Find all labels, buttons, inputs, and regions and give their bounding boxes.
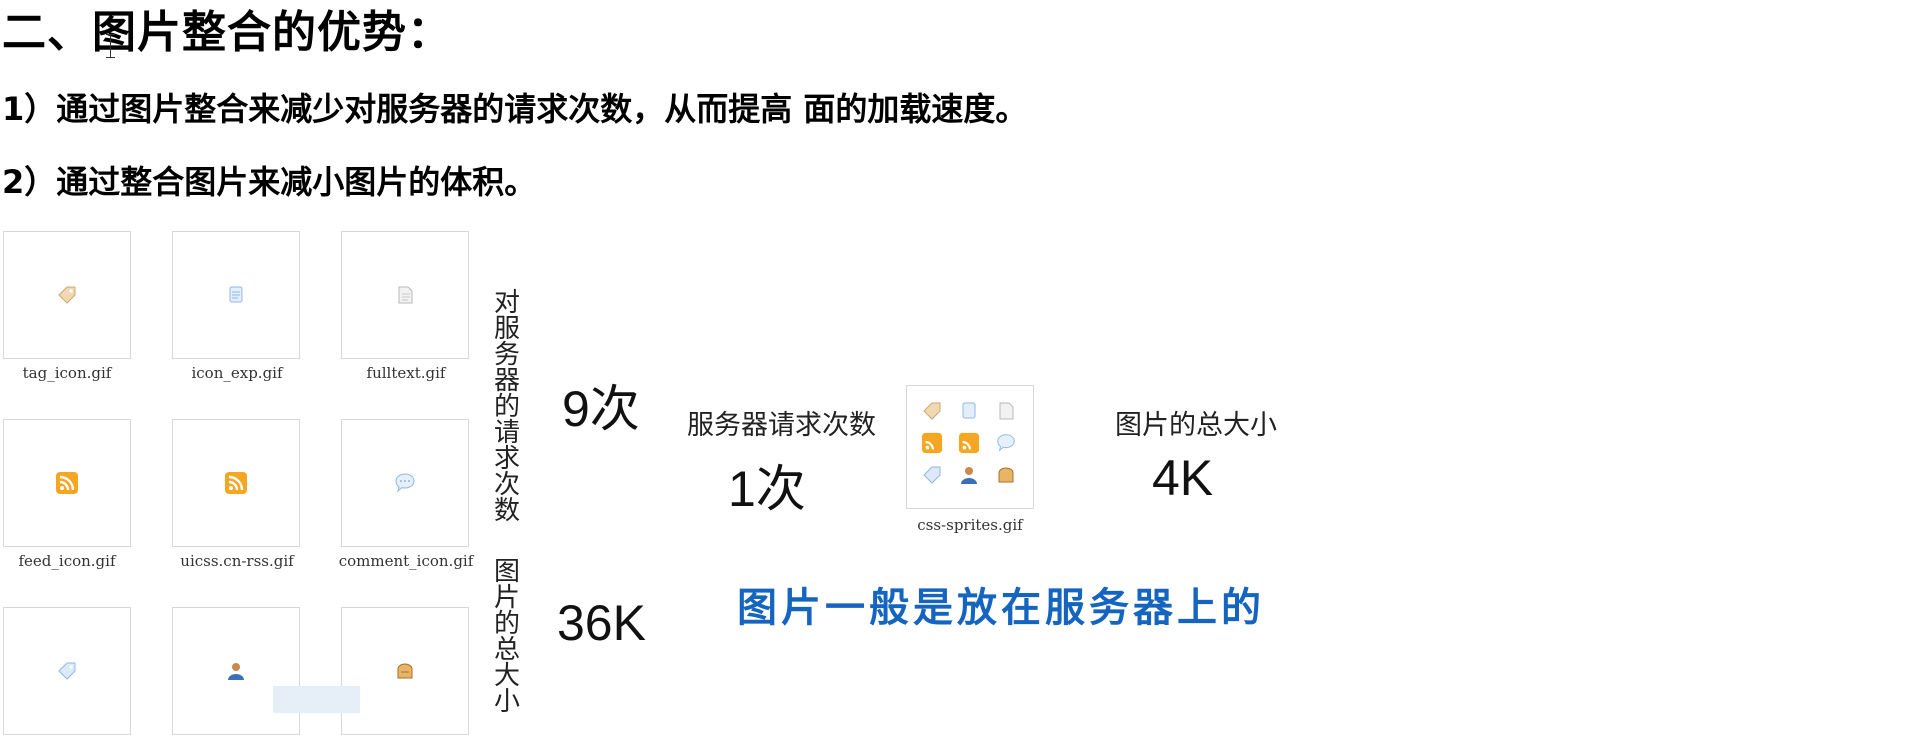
tile-caption: feed_icon.gif	[18, 552, 116, 570]
speech-bubble-icon	[997, 434, 1015, 452]
document-icon	[999, 402, 1014, 420]
after-requests-value: 1次	[728, 461, 806, 517]
tag-icon	[58, 286, 76, 304]
speech-bubble-icon	[395, 473, 415, 493]
sprite-caption: css-sprites.gif	[917, 516, 1023, 534]
tile-rss	[172, 419, 300, 547]
text-cursor-icon	[106, 34, 116, 58]
selection-highlight	[273, 686, 360, 713]
user-icon	[961, 467, 977, 484]
tile-caption: uicss.cn-rss.gif	[180, 552, 294, 570]
tile-caption: icon_exp.gif	[191, 364, 283, 382]
tile-caption: tag_icon.gif	[22, 364, 112, 382]
tile-caption: comment_icon.gif	[338, 552, 474, 570]
after-size-value: 4K	[1152, 450, 1214, 506]
tile-tag	[3, 231, 131, 359]
tile-scroll	[172, 231, 300, 359]
document-icon	[398, 286, 413, 304]
scroll-icon	[229, 286, 243, 303]
requests-vertical-label: 对服务器的请求次数	[493, 287, 520, 525]
point-1: 1）通过图片整合来减少对服务器的请求次数，从而提高 面的加载速度。	[2, 90, 1028, 128]
rss-feed-icon	[225, 472, 247, 494]
tile-document	[341, 231, 469, 359]
tile-caption: fulltext.gif	[366, 364, 446, 382]
tile-comment	[341, 419, 469, 547]
point-2: 2）通过整合图片来减小图片的体积。	[2, 163, 537, 201]
before-size-value: 36K	[557, 595, 646, 651]
tile-bread	[341, 607, 469, 735]
after-requests-label: 服务器请求次数	[687, 410, 876, 440]
user-icon	[228, 663, 244, 680]
scroll-icon	[962, 402, 976, 419]
section-heading: 二、图片整合的优势：	[2, 7, 452, 58]
tag-icon	[58, 662, 76, 680]
bread-icon	[397, 663, 413, 679]
css-sprites-image	[906, 385, 1034, 509]
rss-feed-icon	[958, 432, 980, 454]
size-vertical-label: 图片的总大小	[493, 556, 520, 716]
after-size-label: 图片的总大小	[1115, 410, 1277, 440]
tag-icon	[923, 466, 941, 484]
tile-user	[172, 607, 300, 735]
tag-icon	[923, 402, 941, 420]
tile-feed	[3, 419, 131, 547]
tile-tag-2	[3, 607, 131, 735]
bread-icon	[998, 467, 1014, 483]
rss-feed-icon	[56, 472, 78, 494]
before-requests-value: 9次	[562, 381, 640, 437]
rss-feed-icon	[921, 432, 943, 454]
server-note: 图片一般是放在服务器上的	[737, 585, 1265, 631]
